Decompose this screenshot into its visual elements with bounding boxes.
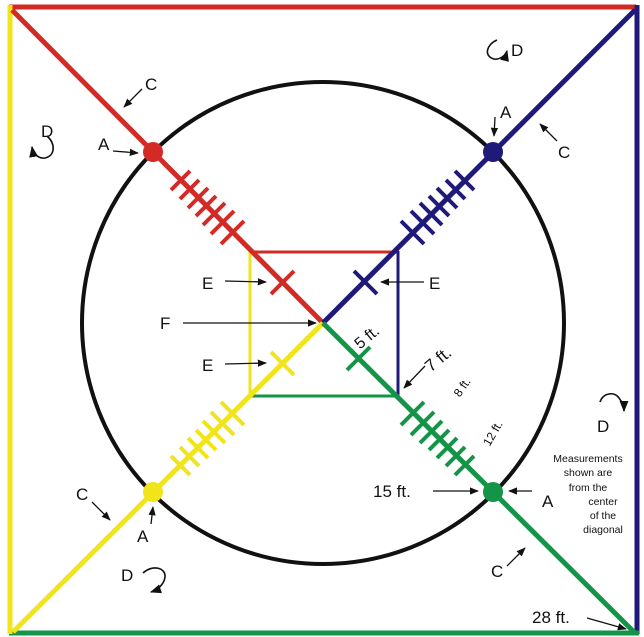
label-a-red: A bbox=[98, 135, 110, 154]
measure-8ft: 8 ft. bbox=[451, 375, 474, 399]
tick-green-4 bbox=[427, 428, 451, 452]
tick-red-4 bbox=[194, 194, 218, 218]
center-circle bbox=[80, 80, 566, 566]
rotation-arrows bbox=[29, 39, 629, 594]
arrow-a-yellow bbox=[148, 506, 156, 525]
tick-yellow-2 bbox=[178, 445, 201, 468]
measurement-labels: 5 ft. 7 ft. 8 ft. 12 ft. 15 ft. 28 ft. bbox=[352, 323, 570, 627]
tick-yellow-7 bbox=[219, 400, 246, 427]
rotation-icon-top-left bbox=[29, 135, 54, 159]
tick-yellow-e bbox=[269, 350, 296, 377]
measure-15ft: 15 ft. bbox=[373, 482, 411, 501]
measurement-note: Measurements shown are from the center o… bbox=[553, 453, 623, 536]
label-f: F bbox=[160, 314, 170, 333]
tick-marks bbox=[169, 169, 476, 477]
tick-yellow-5 bbox=[201, 419, 227, 445]
label-e-yellow: E bbox=[202, 356, 213, 375]
tick-green-5 bbox=[435, 436, 459, 460]
point-a-green bbox=[483, 482, 503, 502]
label-c-bottom-left: C bbox=[76, 485, 88, 504]
tick-navy-5 bbox=[418, 201, 444, 227]
arrow-a-navy bbox=[490, 116, 499, 137]
tick-green-6 bbox=[444, 445, 467, 468]
label-a-navy: A bbox=[500, 103, 512, 122]
point-a-red bbox=[143, 142, 163, 162]
tick-red-6 bbox=[209, 209, 236, 236]
rotation-icon-right bbox=[599, 393, 629, 413]
arrow-a-red bbox=[112, 148, 139, 156]
note-line-5: of the bbox=[590, 510, 616, 522]
measure-7ft: 7 ft. bbox=[421, 343, 455, 376]
rotation-icon-bottom bbox=[142, 567, 166, 594]
label-d-top-left: D bbox=[41, 122, 53, 141]
label-c-top-left: C bbox=[145, 75, 157, 94]
arrow-c-top-right bbox=[539, 123, 558, 142]
label-e-red: E bbox=[202, 274, 213, 293]
measure-5ft: 5 ft. bbox=[352, 323, 383, 353]
tick-navy-e bbox=[352, 269, 379, 296]
tick-green-3 bbox=[418, 419, 444, 445]
diagonal-navy bbox=[321, 8, 637, 325]
label-d-right: D bbox=[597, 417, 609, 436]
tick-yellow-4 bbox=[194, 428, 218, 452]
label-e-navy: E bbox=[429, 274, 440, 293]
letter-labels: C A D D A C E E F E D C A A C D bbox=[41, 41, 609, 585]
tick-green-1 bbox=[399, 400, 426, 427]
tick-red-3 bbox=[186, 186, 210, 210]
label-a-green: A bbox=[542, 492, 554, 511]
tick-green-2 bbox=[409, 410, 436, 437]
measure-12ft: 12 ft. bbox=[480, 418, 505, 448]
note-line-6: diagonal bbox=[583, 524, 623, 536]
tick-yellow-3 bbox=[186, 436, 210, 460]
arrow-28ft bbox=[586, 617, 627, 631]
tick-green-7 bbox=[453, 454, 476, 477]
arrow-c-top-left bbox=[123, 88, 143, 108]
label-a-yellow: A bbox=[137, 527, 149, 546]
tick-navy-2 bbox=[444, 178, 467, 201]
label-c-top-right: C bbox=[558, 143, 570, 162]
outer-square bbox=[7, 4, 640, 636]
tick-yellow-1 bbox=[169, 454, 192, 477]
tick-green-5ft bbox=[345, 345, 372, 372]
diagonals bbox=[10, 8, 637, 634]
note-line-4: center bbox=[588, 496, 618, 508]
arrow-c-bottom-right bbox=[506, 547, 526, 567]
arrow-e-yellow bbox=[224, 359, 267, 367]
tick-red-2 bbox=[178, 178, 201, 201]
tick-navy-1 bbox=[453, 169, 476, 192]
label-d-bottom: D bbox=[121, 566, 133, 585]
tick-red-1 bbox=[169, 169, 192, 192]
note-line-3: from the bbox=[569, 482, 608, 494]
rotation-icon-top-right bbox=[486, 39, 509, 62]
tick-red-7 bbox=[219, 219, 246, 246]
tick-navy-6 bbox=[409, 209, 436, 236]
note-line-1: Measurements bbox=[553, 453, 622, 465]
diagonal-yellow bbox=[11, 321, 325, 634]
diagonal-red bbox=[10, 8, 325, 325]
tick-navy-7 bbox=[399, 219, 426, 246]
tick-navy-4 bbox=[427, 194, 451, 218]
arrow-c-bottom-left bbox=[91, 501, 111, 521]
tick-red-e bbox=[269, 269, 296, 296]
measure-28ft: 28 ft. bbox=[532, 608, 570, 627]
label-d-top-right: D bbox=[511, 41, 523, 60]
arrow-e-red bbox=[224, 278, 267, 286]
label-c-bottom-right: C bbox=[491, 562, 503, 581]
tick-yellow-6 bbox=[209, 410, 236, 437]
arrow-7ft bbox=[403, 365, 426, 389]
tick-navy-3 bbox=[435, 186, 459, 210]
pointer-arrows bbox=[91, 88, 627, 631]
a-points bbox=[143, 142, 503, 502]
point-a-yellow bbox=[143, 482, 163, 502]
inner-square bbox=[248, 250, 400, 398]
tick-red-5 bbox=[201, 201, 227, 227]
note-line-2: shown are bbox=[564, 467, 613, 479]
diagonal-green bbox=[321, 321, 636, 634]
point-a-navy bbox=[483, 142, 503, 162]
